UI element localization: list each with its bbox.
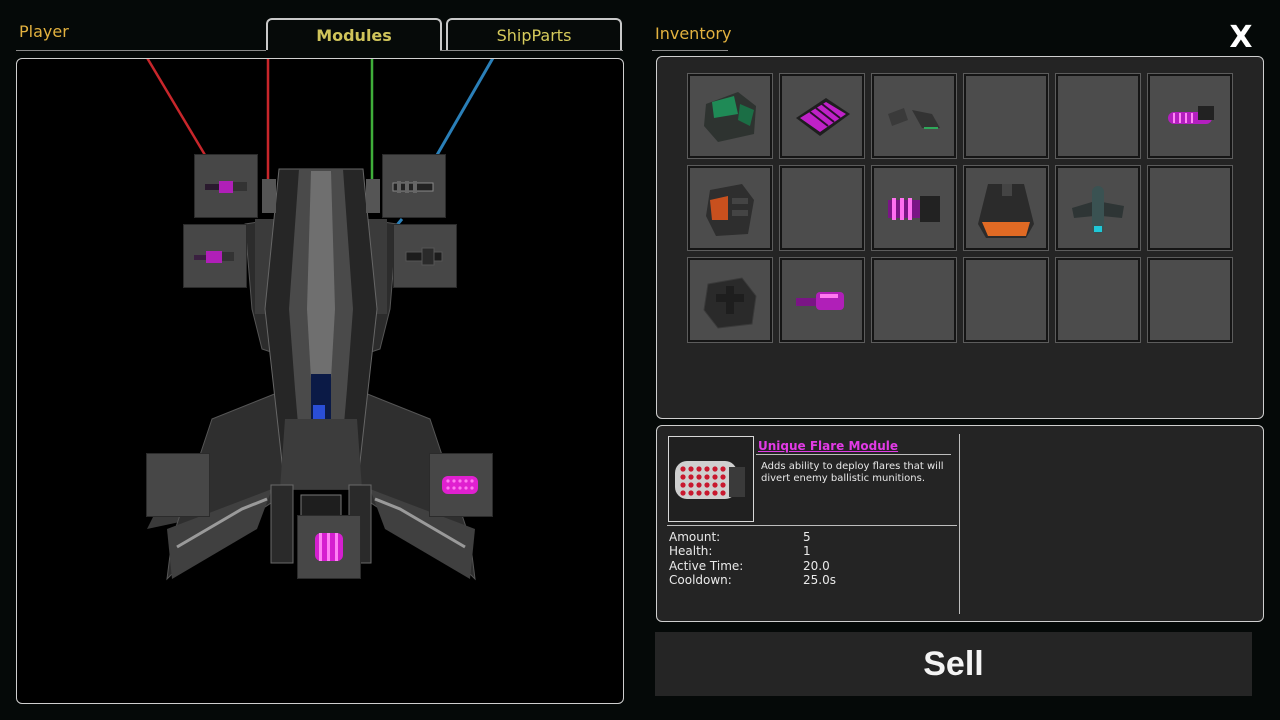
stat-value: 25.0s xyxy=(803,573,836,587)
inventory-grid xyxy=(687,73,1233,343)
magenta-module-icon xyxy=(315,533,343,561)
stat-label: Health: xyxy=(669,544,713,558)
right-mount xyxy=(366,179,380,213)
weapon-slot-right-top[interactable] xyxy=(382,154,446,218)
stat-value: 20.0 xyxy=(803,559,830,573)
rear-hull xyxy=(280,419,362,489)
ship-view-panel xyxy=(16,58,624,704)
module-slot-left-wing[interactable] xyxy=(146,453,210,517)
inventory-slot[interactable] xyxy=(963,165,1049,251)
flare-module-icon xyxy=(442,476,478,494)
inventory-slot[interactable] xyxy=(779,73,865,159)
left-mount xyxy=(262,179,276,213)
tabs-underline xyxy=(440,50,623,51)
inventory-slot[interactable] xyxy=(687,257,773,343)
red-guide-line xyxy=(146,59,207,156)
inventory-slot[interactable] xyxy=(963,73,1049,159)
module-slot-right-wing[interactable] xyxy=(429,453,493,517)
orange-armor-icon xyxy=(706,184,754,236)
flare-module-icon xyxy=(675,461,745,499)
right-wing-panel xyxy=(370,489,475,579)
left-engine xyxy=(270,484,294,564)
inventory-slot[interactable] xyxy=(687,165,773,251)
inventory-slot[interactable] xyxy=(1055,257,1141,343)
detail-divider xyxy=(959,434,960,614)
selected-item-icon xyxy=(668,436,754,522)
dark-gun-icon xyxy=(405,247,443,266)
stat-value: 5 xyxy=(803,530,811,544)
fuselage-spine xyxy=(307,171,335,379)
stats-rule xyxy=(667,525,957,526)
magenta-gun-icon xyxy=(796,292,844,310)
sell-button[interactable]: Sell xyxy=(655,632,1252,696)
cockpit-light xyxy=(313,405,325,419)
green-armor-icon xyxy=(704,92,756,142)
item-title: Unique Flare Module xyxy=(758,439,899,453)
item-detail-panel: Unique Flare Module Adds ability to depl… xyxy=(656,425,1264,622)
right-wing-stripe xyxy=(374,497,466,549)
player-underline xyxy=(16,50,266,51)
magenta-gun-icon xyxy=(194,251,234,263)
inventory-slot[interactable] xyxy=(963,257,1049,343)
player-label: Player xyxy=(19,22,69,41)
magenta-gun-icon xyxy=(205,181,247,193)
teal-engine-icon xyxy=(1072,186,1124,234)
inventory-slot[interactable] xyxy=(871,73,957,159)
title-rule xyxy=(756,454,951,455)
blue-guide-line xyxy=(435,59,495,156)
inventory-slot[interactable] xyxy=(871,257,957,343)
tab-shipparts[interactable]: ShipParts xyxy=(446,18,622,50)
stat-value: 1 xyxy=(803,544,811,558)
stat-label: Active Time: xyxy=(669,559,744,573)
inventory-slot[interactable] xyxy=(871,165,957,251)
weapon-slot-left-top[interactable] xyxy=(194,154,258,218)
inventory-slot[interactable] xyxy=(1147,165,1233,251)
left-wing-stripe xyxy=(176,497,268,549)
magenta-launcher-icon xyxy=(888,196,940,222)
orange-hull-icon xyxy=(978,184,1034,238)
inventory-slot[interactable] xyxy=(1147,257,1233,343)
tab-modules[interactable]: Modules xyxy=(266,18,442,50)
inventory-slot[interactable] xyxy=(1055,165,1141,251)
weapon-slot-left-bottom[interactable] xyxy=(183,224,247,288)
stat-label: Amount: xyxy=(669,530,721,544)
close-button[interactable]: X xyxy=(1229,19,1253,55)
inventory-slot[interactable] xyxy=(779,165,865,251)
green-wing-part-icon xyxy=(888,108,940,129)
inventory-underline xyxy=(652,50,728,51)
left-wing-panel xyxy=(167,489,272,579)
stat-label: Cooldown: xyxy=(669,573,732,587)
inventory-slot[interactable] xyxy=(1147,73,1233,159)
inventory-slot[interactable] xyxy=(779,257,865,343)
module-slot-rear[interactable] xyxy=(297,515,361,579)
weapon-slot-right-bottom[interactable] xyxy=(393,224,457,288)
inventory-slot[interactable] xyxy=(1055,73,1141,159)
item-description: Adds ability to deploy flares that will … xyxy=(761,461,944,484)
dark-cannon-icon xyxy=(392,181,434,193)
magenta-plate-icon xyxy=(796,98,850,136)
dark-armor-icon xyxy=(703,277,757,329)
inventory-panel xyxy=(656,56,1264,419)
inventory-slot[interactable] xyxy=(687,73,773,159)
ship-model xyxy=(146,59,495,581)
inventory-label: Inventory xyxy=(655,24,732,43)
magenta-cannon-icon xyxy=(1168,106,1214,124)
